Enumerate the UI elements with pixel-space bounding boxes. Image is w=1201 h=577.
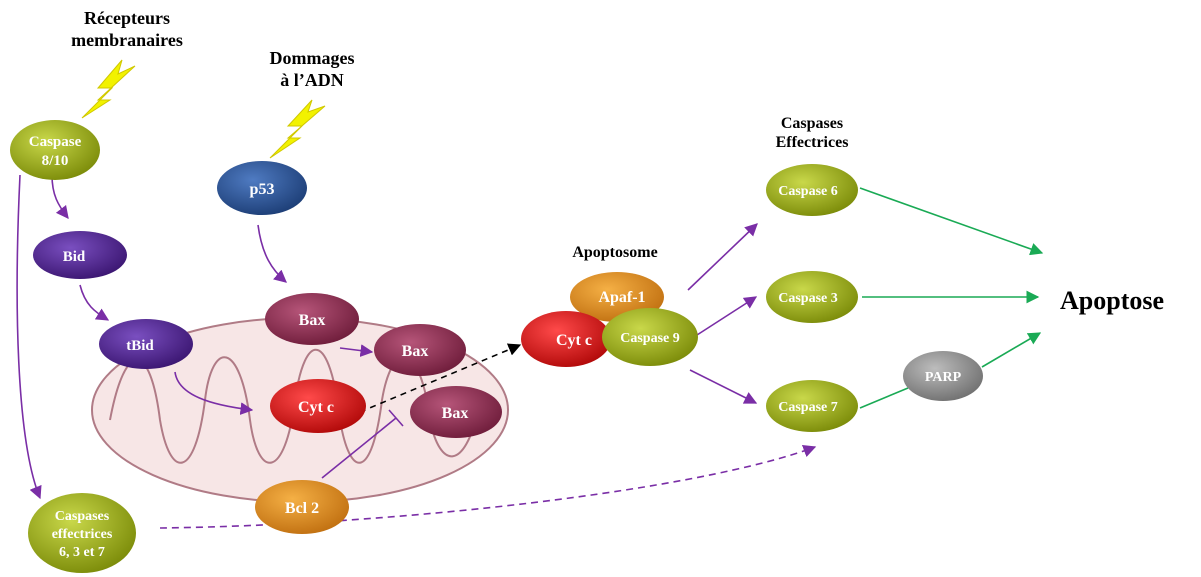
- svg-text:Bid: Bid: [63, 249, 86, 265]
- label-apoptose: Apoptose: [1060, 286, 1165, 315]
- node-bax-3: Bax: [410, 386, 502, 438]
- label-apoptosome: Apoptosome: [572, 244, 658, 261]
- svg-text:Caspase: Caspase: [29, 134, 82, 150]
- svg-text:8/10: 8/10: [42, 153, 69, 169]
- svg-text:Caspase 6: Caspase 6: [778, 184, 838, 199]
- svg-text:Caspase 3: Caspase 3: [778, 291, 838, 306]
- svg-text:Bax: Bax: [299, 312, 326, 329]
- svg-text:Apaf-1: Apaf-1: [598, 289, 645, 306]
- svg-text:p53: p53: [250, 181, 275, 198]
- svg-text:Caspase 9: Caspase 9: [620, 331, 680, 346]
- node-caspase3: Caspase 3: [766, 271, 858, 323]
- arrows-activation: [16, 174, 817, 529]
- node-bcl2: Bcl 2: [255, 480, 349, 534]
- svg-text:Cyt c: Cyt c: [298, 399, 334, 416]
- svg-text:tBid: tBid: [126, 338, 154, 354]
- node-caspase6: Caspase 6: [766, 164, 858, 216]
- arrows-apoptosis: [859, 187, 1044, 409]
- node-cytc-apoptosome: Cyt c: [521, 311, 611, 367]
- node-cytc-mito: Cyt c: [270, 379, 366, 433]
- svg-text:Caspases: Caspases: [55, 509, 110, 524]
- svg-text:6, 3 et 7: 6, 3 et 7: [59, 545, 105, 560]
- node-p53: p53: [217, 161, 307, 215]
- svg-text:Bax: Bax: [402, 343, 429, 360]
- svg-text:Cyt c: Cyt c: [556, 332, 592, 349]
- node-caspase9: Caspase 9: [602, 308, 698, 366]
- lightning-bolt-icon: [269, 99, 326, 159]
- node-tbid: tBid: [99, 319, 193, 369]
- node-caspase-8-10: Caspase 8/10: [10, 120, 100, 180]
- svg-text:effectrices: effectrices: [52, 527, 113, 542]
- node-bax-2: Bax: [374, 324, 466, 376]
- node-caspases-effectrices: Caspases effectrices 6, 3 et 7: [28, 493, 136, 573]
- node-bax-1: Bax: [265, 293, 359, 345]
- node-bid: Bid: [33, 231, 127, 279]
- node-parp: PARP: [903, 351, 983, 401]
- node-caspase7: Caspase 7: [766, 380, 858, 432]
- svg-text:Bcl 2: Bcl 2: [285, 500, 319, 517]
- svg-text:Bax: Bax: [442, 405, 469, 422]
- inhibition-line: [321, 409, 404, 479]
- svg-text:Caspase 7: Caspase 7: [778, 400, 838, 415]
- lightning-bolt-icon: [81, 59, 136, 119]
- cytc-release-arrow: [359, 343, 522, 413]
- svg-text:PARP: PARP: [925, 370, 962, 385]
